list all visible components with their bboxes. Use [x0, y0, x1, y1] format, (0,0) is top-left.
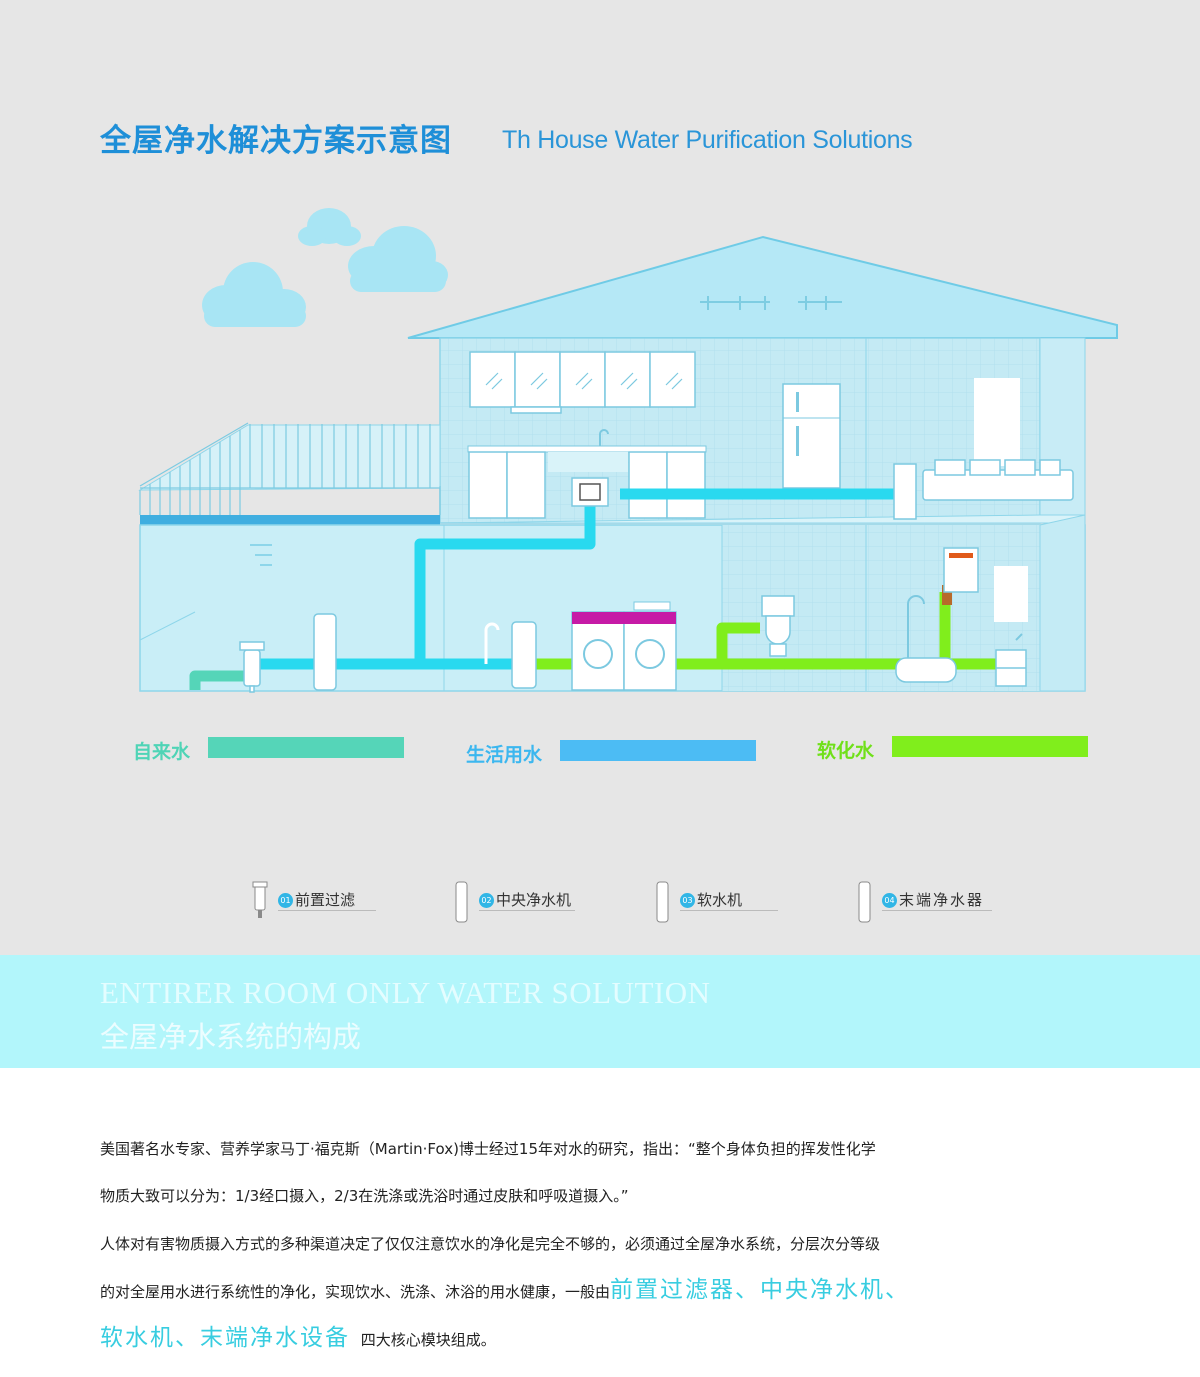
section-band: [0, 955, 1200, 1068]
legend-label: 生活用水: [466, 744, 543, 766]
cloud-icon: [202, 208, 448, 327]
prefilter-icon: [252, 881, 268, 918]
house-illustration: [138, 208, 1118, 693]
component-label: 软水机: [697, 891, 743, 909]
component-prefilter: 01 前置过滤: [252, 880, 382, 920]
paragraph-line: 人体对有害物质摄入方式的多种渠道决定了仅仅注意饮水的净化是完全不够的，必须通过全…: [100, 1235, 881, 1253]
paragraph-line: 的对全屋用水进行系统性的净化，实现饮水、洗涤、沐浴的用水健康，一般由前置过滤器、…: [100, 1277, 911, 1303]
section-title-en: ENTIRER ROOM ONLY WATER SOLUTION: [100, 975, 711, 1010]
paragraph-line: 美国著名水专家、营养学家马丁·福克斯（Martin·Fox)博士经过15年对水的…: [100, 1140, 876, 1158]
purifier-icon: [455, 881, 468, 923]
legend-label: 软化水: [817, 740, 875, 762]
highlight-modules: 软水机、末端净水设备: [100, 1325, 350, 1351]
component-softener: 03 软水机: [656, 880, 786, 923]
softener-icon: [656, 881, 669, 923]
paragraph-line: 软水机、末端净水设备 四大核心模块组成。: [100, 1325, 496, 1351]
page-subtitle: Th House Water Purification Solutions: [502, 126, 913, 154]
paragraph-line: 物质大致可以分为：1/3经口摄入，2/3在洗涤或洗浴时通过皮肤和呼吸道摄入。”: [100, 1187, 629, 1205]
legend-swatch: [560, 740, 756, 761]
component-central-purifier: 02 中央净水机: [455, 880, 585, 923]
component-label: 前置过滤: [295, 891, 356, 909]
end-purifier-icon: [858, 881, 871, 923]
legend-swatch: [208, 737, 404, 758]
component-end-purifier: 04 末端净水器: [858, 880, 998, 923]
legend-label: 自来水: [133, 741, 191, 763]
page-title: 全屋净水解决方案示意图: [100, 123, 452, 159]
section-title-cn: 全屋净水系统的构成: [100, 1020, 362, 1054]
component-label: 中央净水机: [496, 891, 572, 909]
component-label: 末端净水器: [899, 891, 985, 909]
highlight-modules: 前置过滤器、中央净水机、: [610, 1277, 911, 1303]
legend-swatch: [892, 736, 1088, 757]
